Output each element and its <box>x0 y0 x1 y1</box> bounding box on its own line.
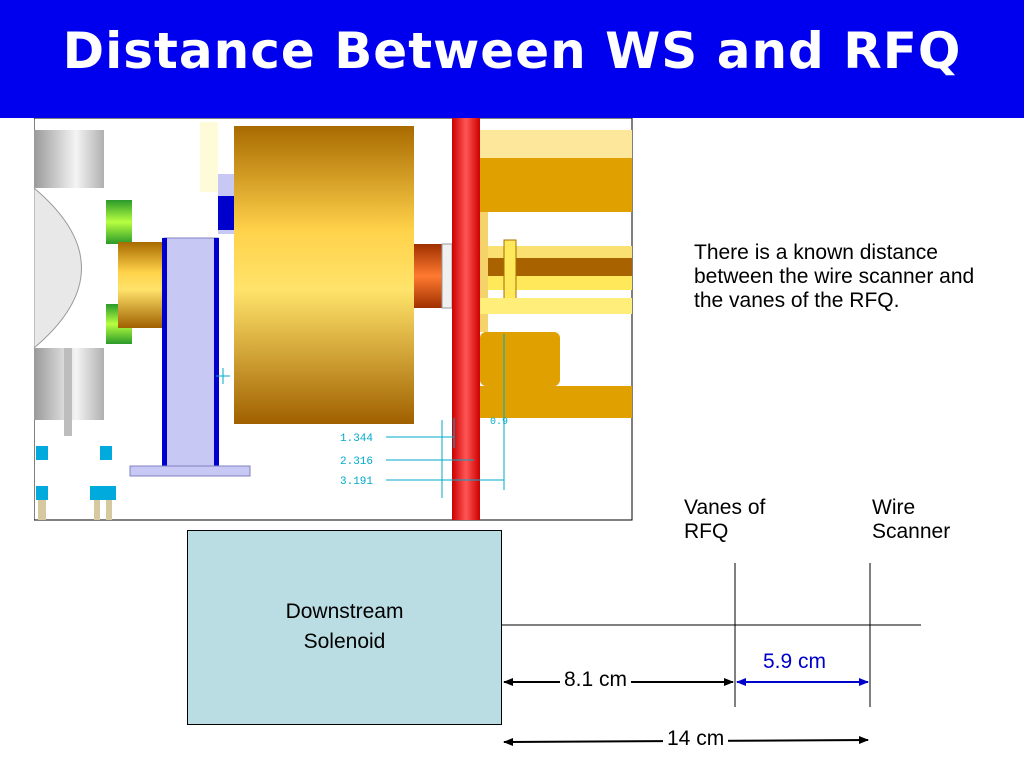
dim-label-small: 0.9 <box>490 417 508 428</box>
solenoid-drawing <box>234 126 414 424</box>
dim-label-1: 1.344 <box>340 433 373 445</box>
dim-label-3: 3.191 <box>340 476 373 488</box>
dimension-lines <box>216 334 505 498</box>
green-flange-top <box>106 200 132 244</box>
slide-title: Distance Between WS and RFQ <box>62 22 962 80</box>
rfq-body <box>480 130 632 418</box>
wire-scanner-label: Wire Scanner <box>872 496 951 543</box>
beam-pipe <box>118 242 164 328</box>
explanation-text: There is a known distance between the wi… <box>694 241 975 312</box>
dim-label-2: 2.316 <box>340 456 373 468</box>
support-stand <box>129 174 251 477</box>
distance-5-9-label: 5.9 cm <box>763 650 827 673</box>
title-bar: Distance Between WS and RFQ <box>0 0 1024 118</box>
solenoid-label: Downstream Solenoid <box>285 600 404 653</box>
rfq-flange <box>452 118 480 520</box>
cad-drawing: 1.344 2.316 3.191 0.9 <box>34 118 633 521</box>
pale-block <box>200 122 218 192</box>
distance-8-1-label: 8.1 cm <box>560 668 632 692</box>
vanes-label: Vanes of RFQ <box>684 496 766 543</box>
downstream-solenoid-box: Downstream Solenoid <box>187 530 502 725</box>
distance-14-label: 14 cm <box>663 727 729 751</box>
fittings <box>36 446 116 520</box>
grey-housing <box>34 130 104 436</box>
